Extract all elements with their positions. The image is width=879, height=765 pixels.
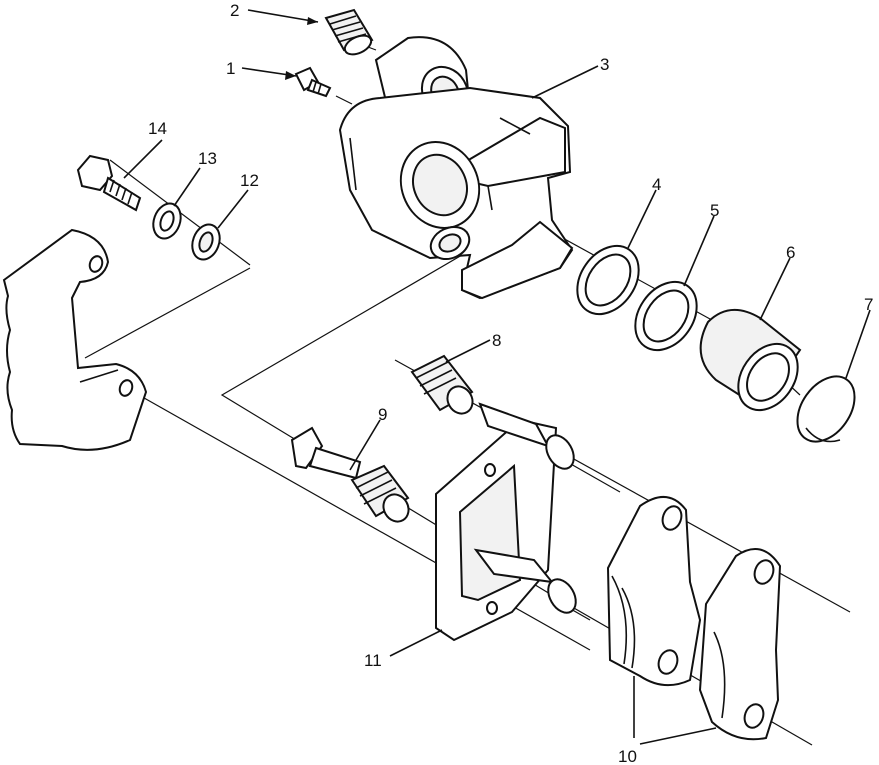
callout-10: 10	[618, 747, 637, 765]
callout-2: 2	[230, 1, 239, 20]
part-11-caliper-bracket	[435, 402, 577, 642]
part-13-lock-washer	[152, 202, 182, 240]
part-1-bleeder-screw	[294, 66, 332, 98]
callout-14: 14	[148, 119, 167, 138]
part-14-mounting-bolt	[76, 154, 142, 212]
part-12-flat-washer	[191, 223, 221, 261]
callout-12: 12	[240, 171, 259, 190]
part-5-dust-seal	[634, 280, 698, 352]
callout-8: 8	[492, 331, 501, 350]
callout-9: 9	[378, 405, 387, 424]
part-2-threaded-plug	[324, 8, 374, 56]
part-6-piston	[699, 309, 802, 412]
callout-6: 6	[786, 243, 795, 262]
frame-bracket-section	[2, 228, 148, 451]
part-10-brake-pads	[606, 496, 782, 741]
callout-13: 13	[198, 149, 217, 168]
callout-labels: 1 2 3 4 5 6 7 8 9 10 11 12 13 14	[148, 1, 873, 765]
callout-3: 3	[600, 55, 609, 74]
callout-leader-lines	[123, 9, 871, 745]
callout-11: 11	[364, 651, 382, 670]
part-7-piston-cap	[796, 375, 856, 443]
callout-4: 4	[652, 175, 661, 194]
part-3-caliper-housing	[338, 36, 574, 300]
callout-5: 5	[710, 201, 719, 220]
part-9-slide-pin	[290, 426, 410, 523]
part-8-pin-boot	[410, 354, 474, 415]
callout-1: 1	[226, 59, 235, 78]
callout-7: 7	[864, 295, 873, 314]
part-4-piston-seal	[576, 244, 640, 316]
